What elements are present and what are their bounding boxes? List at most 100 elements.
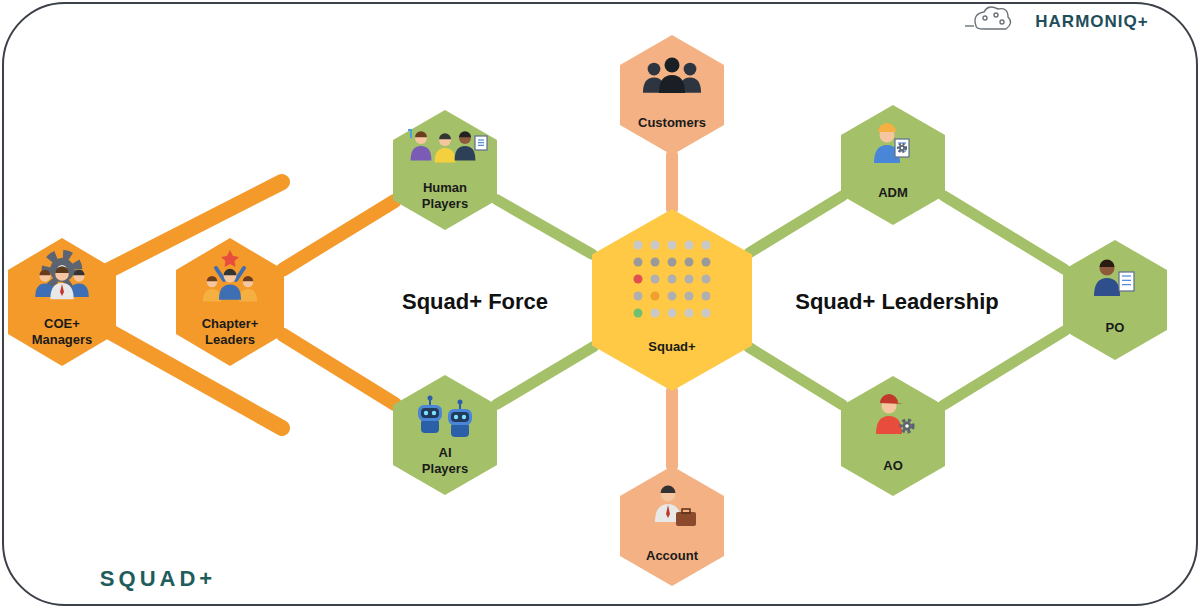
- hexagon-node: AI Players: [393, 375, 497, 495]
- document-line: [898, 142, 906, 143]
- squad-dot: [634, 275, 643, 284]
- person-body: [455, 146, 476, 160]
- person-hair: [415, 131, 427, 137]
- squad-dot: [668, 309, 677, 318]
- connector: [283, 335, 395, 404]
- squad-dot: [668, 258, 677, 267]
- person-head: [207, 277, 218, 288]
- connector: [497, 200, 592, 255]
- rounded-frame: [3, 3, 1197, 605]
- hexagon-shape: [841, 376, 945, 496]
- hexagon-shape: [592, 209, 752, 391]
- person-hair: [207, 276, 218, 281]
- node-icon: [1094, 260, 1134, 297]
- squad-dot: [651, 241, 660, 250]
- squad-dot: [668, 292, 677, 301]
- node-label: Account: [627, 548, 717, 564]
- star: [221, 250, 239, 267]
- person-hair: [73, 270, 84, 276]
- gear-teeth: [898, 144, 906, 152]
- node-icon: [203, 250, 257, 302]
- robot-antenna: [428, 396, 433, 401]
- hexagon-node: COE+ Managers: [8, 238, 116, 366]
- document: [1119, 272, 1134, 291]
- person-body: [659, 75, 685, 93]
- squad-dot: [651, 275, 660, 284]
- connector: [283, 201, 395, 270]
- briefcase: [676, 512, 696, 526]
- label-holder: Squad+ Leadership: [795, 289, 999, 315]
- hexagon-node: Customers: [620, 35, 724, 155]
- tie: [60, 284, 64, 296]
- logo-text: SQUAD+: [100, 566, 216, 592]
- label-holder: Squad+ Force: [402, 289, 548, 315]
- squad-dot: [634, 258, 643, 267]
- hexagon-fill: [393, 375, 497, 495]
- person-hair: [439, 133, 451, 139]
- person-hair: [39, 270, 50, 276]
- squad-dot: [685, 309, 694, 318]
- robot-body: [421, 419, 439, 433]
- hexagon-node: Human Players: [393, 110, 497, 230]
- person-body: [435, 148, 456, 162]
- robot-eye: [424, 411, 428, 415]
- connector: [749, 196, 842, 253]
- hexagon-fill: [1063, 240, 1167, 360]
- person-body: [411, 146, 432, 160]
- person-hair: [224, 269, 237, 275]
- gear-body: [903, 422, 912, 431]
- person-head: [415, 132, 427, 144]
- node-icon: [418, 396, 472, 438]
- node-label: Squad+: [617, 339, 727, 355]
- label-holder: SQUAD+: [100, 566, 216, 592]
- document-line: [478, 145, 484, 146]
- squad-dot: [634, 292, 643, 301]
- squad-dot: [651, 309, 660, 318]
- squad-dot: [702, 309, 711, 318]
- hexagon-shape: [393, 110, 497, 230]
- gear-teeth: [46, 254, 78, 286]
- hexagon-fill: [841, 376, 945, 496]
- hexagon-fill: [841, 105, 945, 225]
- node-icon: [634, 241, 711, 318]
- node-label: AI Players: [417, 445, 473, 476]
- squad-dot: [668, 241, 677, 250]
- gear-body: [50, 258, 74, 282]
- gear-teeth: [901, 420, 913, 432]
- person-head: [73, 270, 84, 281]
- person-head: [1100, 261, 1115, 276]
- connector: [944, 196, 1065, 269]
- group-title: Squad+ Force: [402, 289, 548, 315]
- hexagon-shape: [1063, 240, 1167, 360]
- squad-dot: [651, 258, 660, 267]
- connector: [666, 391, 678, 466]
- hexagon-fill: [620, 466, 724, 586]
- squad-dot: [685, 258, 694, 267]
- hexagon-node: ADM: [841, 105, 945, 225]
- hexagon-fill: [393, 110, 497, 230]
- person-head: [684, 63, 697, 76]
- person-head: [39, 270, 50, 281]
- robot-eye: [432, 411, 436, 415]
- squad-dot: [634, 241, 643, 250]
- squad-dot: [685, 275, 694, 284]
- robot-eye: [462, 415, 466, 419]
- person-hair: [661, 486, 676, 494]
- gear-hole: [901, 147, 903, 149]
- node-label: COE+ Managers: [20, 316, 104, 347]
- node-icon: [655, 486, 696, 527]
- person-hair: [459, 131, 471, 137]
- hexagon-shape: [620, 466, 724, 586]
- tie: [666, 505, 670, 518]
- document-line: [1122, 280, 1131, 281]
- hexagon-shape: [393, 375, 497, 495]
- document-line: [478, 139, 484, 140]
- document-line: [1122, 284, 1131, 285]
- gesture: [408, 130, 411, 138]
- node-icon: [35, 254, 89, 299]
- hexagon-fill: [592, 209, 752, 391]
- node-label: Human Players: [409, 180, 481, 211]
- connector: [943, 331, 1064, 405]
- person-head: [665, 58, 680, 73]
- person-head: [55, 267, 69, 281]
